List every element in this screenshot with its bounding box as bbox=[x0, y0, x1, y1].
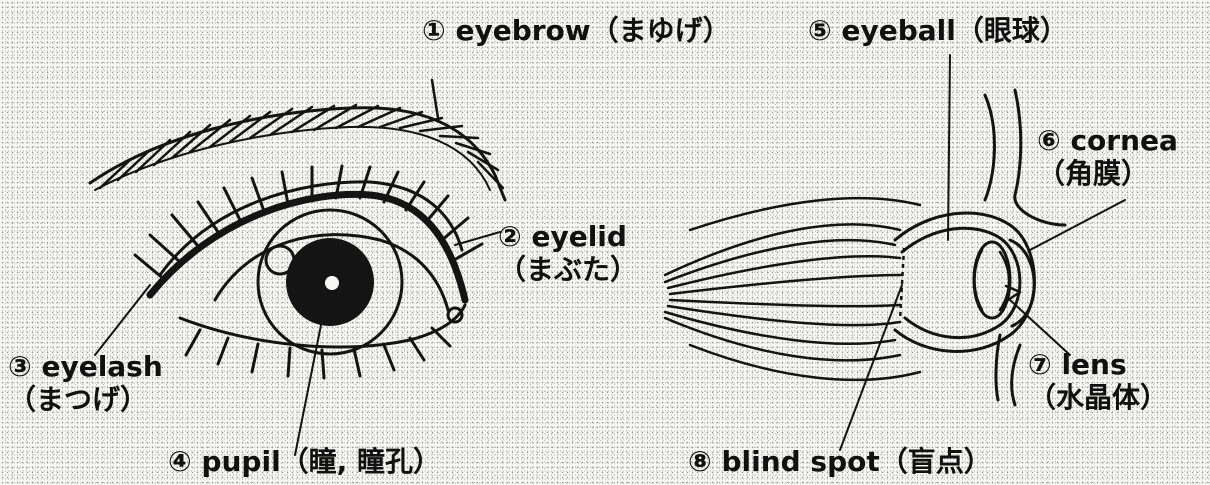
label-lens: ⑦ lens （水晶体） bbox=[1028, 348, 1168, 414]
label-eyebrow-text: ① eyebrow（まゆげ） bbox=[422, 14, 731, 47]
label-pupil: ④ pupil（瞳, 瞳孔） bbox=[168, 445, 441, 478]
label-lens-line1: ⑦ lens bbox=[1028, 348, 1168, 381]
label-eyelid: ② eyelid （まぶた） bbox=[498, 220, 638, 286]
eyebrow-drawing bbox=[90, 80, 505, 200]
label-eyebrow: ① eyebrow（まゆげ） bbox=[422, 14, 731, 47]
label-lens-line2: （水晶体） bbox=[1028, 381, 1168, 414]
label-eyeball-text: ⑤ eyeball（眼球） bbox=[808, 14, 1068, 47]
eyeball-cross-section-drawing bbox=[665, 90, 1065, 405]
label-eyelid-line1: ② eyelid bbox=[498, 220, 638, 253]
label-pupil-text: ④ pupil（瞳, 瞳孔） bbox=[168, 445, 441, 478]
label-cornea-line2: （角膜） bbox=[1037, 157, 1178, 190]
label-eyelash-line1: ③ eyelash bbox=[8, 350, 163, 383]
eye-outline-drawing bbox=[135, 166, 482, 378]
label-cornea: ⑥ cornea （角膜） bbox=[1037, 124, 1178, 190]
label-blind-spot: ⑧ blind spot（盲点） bbox=[688, 445, 992, 478]
label-eyeball: ⑤ eyeball（眼球） bbox=[808, 14, 1068, 47]
label-blind-spot-text: ⑧ blind spot（盲点） bbox=[688, 445, 992, 478]
label-eyelid-line2: （まぶた） bbox=[498, 253, 638, 286]
label-eyelash: ③ eyelash （まつげ） bbox=[8, 350, 163, 416]
label-cornea-line1: ⑥ cornea bbox=[1037, 124, 1178, 157]
label-eyelash-line2: （まつげ） bbox=[8, 383, 163, 416]
